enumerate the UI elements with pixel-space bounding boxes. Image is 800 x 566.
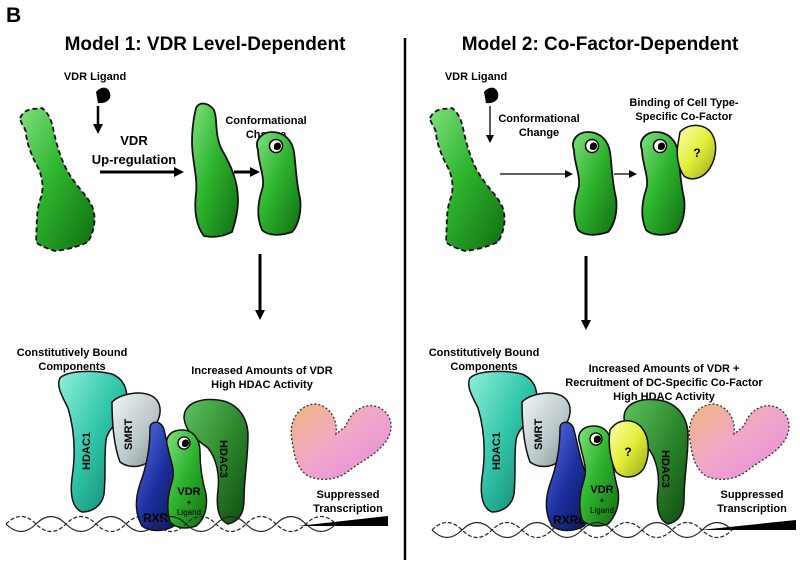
model1-hdac3-label: HDAC3 — [217, 440, 229, 478]
model1-components-line2: Components — [38, 361, 105, 373]
model1-vdr-complex-shape — [166, 429, 208, 529]
model1-ligand-icon — [96, 87, 111, 104]
model2-suppressed-line2: Transcription — [717, 503, 787, 515]
model1-hdac1-label: HDAC1 — [81, 432, 93, 470]
model2-vdr-complex-line1: VDR — [590, 484, 613, 496]
model2-binding-line1: Binding of Cell Type- — [629, 97, 739, 109]
model1-histone-shape — [290, 403, 392, 481]
model1-suppressed-line2: Transcription — [313, 503, 383, 515]
model2-title: Model 2: Co-Factor-Dependent — [462, 34, 739, 55]
model1-hdac1-shape — [57, 370, 128, 513]
model2-complex-cofactor-shape — [608, 420, 649, 478]
model2-rxr-label: RXRα — [553, 513, 586, 527]
model2-dna-helix — [431, 521, 733, 539]
model1-suppressed-line1: Suppressed — [317, 489, 380, 501]
model2-cofactor-mark: ? — [693, 146, 700, 160]
model1-upregulation-label: Up-regulation — [92, 152, 177, 167]
model2-liganded-vdr-shape — [572, 131, 618, 236]
model1-vdr-ligand-label: VDR Ligand — [64, 71, 126, 83]
model2-smrt-label: SMRT — [533, 419, 545, 450]
model2-conformational-line1: Conformational — [498, 113, 579, 125]
model2-binding-line2: Specific Co-Factor — [635, 111, 733, 123]
model1-suppression-wedge — [298, 516, 388, 526]
model2-ligand-icon — [484, 87, 499, 104]
model1-upregulated-vdr-shape — [191, 102, 239, 238]
model2-cofactor-ligand-icon — [658, 142, 665, 150]
model2-increased-line3: High HDAC Activity — [613, 391, 716, 403]
model1-panel: Model 1: VDR Level-Dependent VDR Ligand … — [5, 34, 392, 533]
model1-complex-ligand-icon — [182, 439, 189, 447]
model1-smrt-label: SMRT — [123, 419, 135, 450]
model2-conformational-line2: Change — [519, 127, 559, 139]
model2-hdac1-shape — [467, 370, 538, 513]
model2-vdr-complex-line3: Ligand — [590, 506, 614, 515]
model1-increased-line2: High HDAC Activity — [211, 379, 314, 391]
model1-unliganded-vdr-shape — [19, 106, 96, 252]
model2-bound-ligand-icon — [590, 142, 597, 150]
model2-vdr-with-cofactor-shape — [640, 131, 686, 236]
model2-components-line1: Constitutively Bound — [429, 347, 540, 359]
model1-components-line1: Constitutively Bound — [17, 347, 128, 359]
model2-components-line2: Components — [450, 361, 517, 373]
model1-liganded-vdr-shape — [256, 131, 302, 236]
panel-label: B — [6, 4, 21, 27]
model1-hdac3-shape — [183, 398, 249, 525]
model2-vdr-complex-shape — [578, 425, 620, 527]
model1-dna-helix — [5, 515, 337, 533]
model1-vdr-complex-line2: + — [187, 498, 192, 507]
model2-complex-ligand-icon — [594, 435, 601, 443]
model2-suppression-wedge — [700, 520, 796, 530]
model1-conformational-line1: Conformational — [225, 115, 306, 127]
model1-increased-line1: Increased Amounts of VDR — [191, 365, 332, 377]
model2-vdr-complex-line2: + — [600, 496, 605, 505]
model2-increased-line2: Recruitment of DC-Specific Co-Factor — [565, 377, 763, 389]
model1-title: Model 1: VDR Level-Dependent — [65, 34, 346, 55]
model2-increased-line1: Increased Amounts of VDR + — [589, 363, 740, 375]
model1-vdr-complex-line3: Ligand — [177, 508, 201, 517]
model2-hdac1-label: HDAC1 — [491, 432, 503, 470]
model2-hdac3-label: HDAC3 — [659, 450, 671, 488]
model2-panel: Model 2: Co-Factor-Dependent VDR Ligand … — [429, 34, 796, 539]
model2-complex-cofactor-mark: ? — [624, 445, 631, 459]
model1-vdr-complex-line1: VDR — [177, 486, 200, 498]
model1-vdr-label: VDR — [120, 133, 148, 148]
model2-vdr-ligand-label: VDR Ligand — [445, 71, 507, 83]
model2-suppressed-line1: Suppressed — [721, 489, 784, 501]
model2-cofactor-shape — [676, 124, 717, 180]
model2-unliganded-vdr-shape — [429, 106, 506, 252]
model2-histone-shape — [688, 403, 790, 481]
model1-bound-ligand-icon — [274, 142, 281, 150]
